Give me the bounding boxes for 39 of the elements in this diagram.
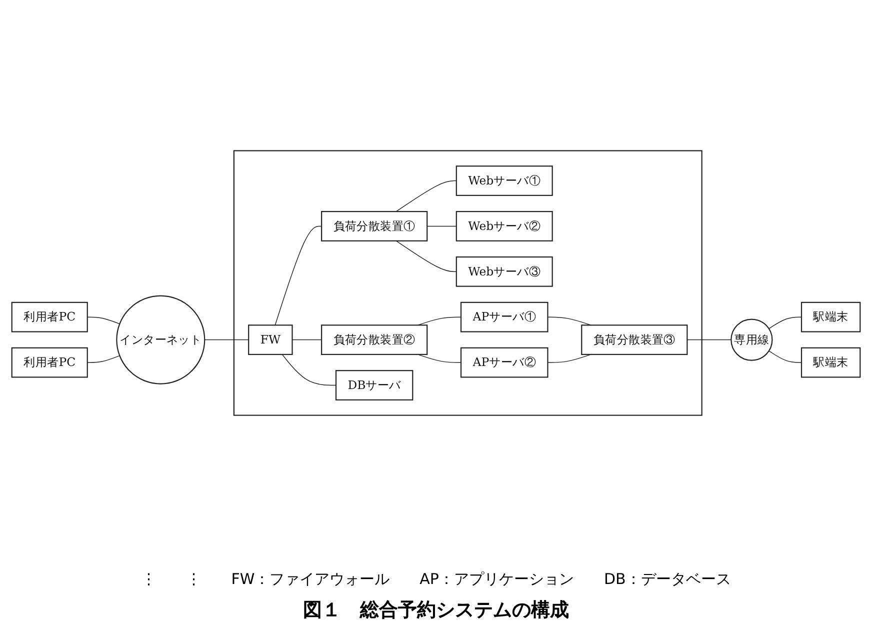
connector [547, 316, 592, 326]
node-box: 負荷分散装置② [321, 324, 428, 355]
connector [547, 354, 592, 363]
node-circle: 専用線 [730, 318, 773, 361]
node-box: 利用者PC [11, 347, 88, 378]
connector [768, 350, 802, 363]
figure-caption: 図１ 総合予約システムの構成 [303, 598, 569, 623]
note-text: AP：アプリケーション [420, 570, 574, 589]
node-box: Webサーバ① [456, 166, 553, 196]
node-box: 駅端末 [800, 347, 861, 378]
connector [282, 354, 336, 386]
node-box: FW [248, 324, 293, 355]
connector [417, 316, 462, 326]
cluster [233, 150, 702, 416]
node-box: 駅端末 [800, 302, 861, 332]
node-box: 負荷分散装置① [321, 210, 428, 242]
note-text: ⋮ [186, 570, 202, 589]
node-box: APサーバ① [460, 302, 548, 332]
connector [426, 226, 457, 227]
node-box: APサーバ② [460, 347, 548, 378]
connector [417, 354, 462, 363]
node-box: Webサーバ② [456, 210, 553, 242]
note-text: DB：データベース [604, 570, 731, 589]
node-box: DBサーバ [335, 370, 414, 400]
connector [87, 316, 120, 324]
connector [292, 339, 322, 340]
connector [87, 355, 120, 363]
connector [204, 339, 249, 340]
connector [686, 339, 732, 340]
node-box: 利用者PC [11, 302, 88, 332]
node-circle: インターネット [116, 295, 206, 384]
connector [768, 316, 802, 330]
node-box: 負荷分散装置③ [581, 324, 688, 355]
note-text: ⋮ [141, 570, 156, 589]
note-text: FW：ファイアウォール [231, 570, 390, 589]
connector [274, 226, 322, 326]
connector [396, 240, 457, 272]
connector [396, 180, 457, 212]
node-box: Webサーバ③ [456, 256, 553, 287]
